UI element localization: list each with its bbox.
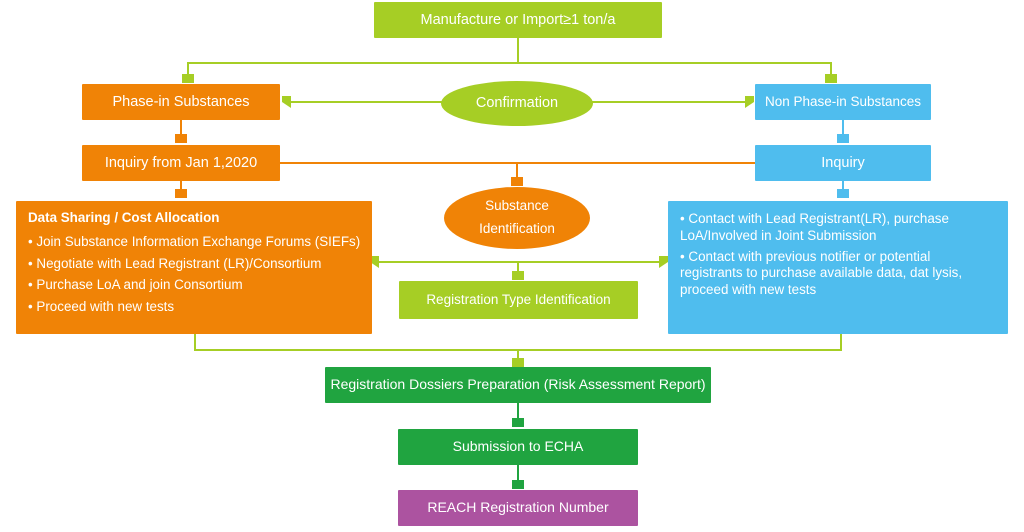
node-phase-in-label: Phase-in Substances: [112, 93, 250, 110]
data-sharing-bullet: • Purchase LoA and join Consortium: [28, 277, 243, 293]
arrow-to-contact-box: [837, 189, 849, 198]
node-reach-number-label: REACH Registration Number: [427, 499, 609, 516]
node-substance-identification-line1: Substance: [485, 198, 549, 214]
node-manufacture-label: Manufacture or Import≥1 ton/a: [420, 11, 616, 28]
node-confirmation[interactable]: Confirmation: [441, 81, 593, 126]
edge-manufacture-stem: [517, 38, 519, 63]
node-manufacture-or-import[interactable]: Manufacture or Import≥1 ton/a: [374, 2, 662, 38]
edge-inquiry2020-down: [180, 181, 182, 190]
data-sharing-heading: Data Sharing / Cost Allocation: [28, 210, 220, 225]
edge-split-right-drop: [830, 62, 832, 76]
node-dossier-label: Registration Dossiers Preparation (Risk …: [330, 376, 706, 393]
edge-data-sharing-down: [194, 334, 196, 350]
edge-submission-down: [517, 465, 519, 481]
arrow-to-reach-number: [512, 480, 524, 489]
arrow-bidir-right: [659, 256, 668, 268]
arrow-confirmation-to-phase-in: [282, 96, 291, 108]
arrow-to-registration-type: [512, 271, 524, 280]
arrow-to-inquiry-2020: [175, 134, 187, 143]
contact-paragraph: • Contact with previous notifier or pote…: [680, 248, 963, 298]
edge-merge-drop: [517, 349, 519, 360]
arrow-to-dossier: [512, 358, 524, 367]
node-registration-type-label: Registration Type Identification: [426, 291, 611, 307]
arrow-to-inquiry: [837, 134, 849, 143]
edge-regtype-drop: [517, 261, 519, 272]
data-sharing-bullet: • Proceed with new tests: [28, 299, 175, 314]
edge-inquiry-link: [280, 162, 756, 164]
edge-split-bar: [187, 62, 832, 64]
edge-confirmation-right: [591, 101, 746, 103]
node-submission-label: Submission to ECHA: [452, 438, 584, 455]
node-phase-in-substances[interactable]: Phase-in Substances: [82, 84, 280, 120]
node-substance-identification-line2: Identification: [479, 221, 555, 236]
node-registration-type-identification[interactable]: Registration Type Identification: [399, 281, 638, 319]
arrow-bidir-left: [370, 256, 379, 268]
contact-paragraph: • Contact with Lead Registrant(LR), purc…: [680, 211, 949, 243]
node-inquiry[interactable]: Inquiry: [755, 145, 931, 181]
edge-contact-down: [840, 334, 842, 350]
edge-data-sharing-contact: [378, 261, 662, 263]
arrow-to-non-phase-in: [825, 74, 837, 83]
node-submission-to-echa[interactable]: Submission to ECHA: [398, 429, 638, 465]
edge-dossier-down: [517, 403, 519, 419]
node-confirmation-label: Confirmation: [475, 95, 559, 112]
data-sharing-bullet: • Negotiate with Lead Registrant (LR)/Co…: [28, 255, 322, 271]
node-data-sharing-cost-allocation[interactable]: Data Sharing / Cost Allocation • Join Su…: [16, 201, 372, 334]
edge-split-left-drop: [187, 62, 189, 76]
node-inquiry-2020-label: Inquiry from Jan 1,2020: [104, 154, 258, 171]
arrow-confirmation-to-non-phase-in: [745, 96, 754, 108]
node-registration-dossiers-preparation[interactable]: Registration Dossiers Preparation (Risk …: [325, 367, 711, 403]
node-contact-lead-registrant[interactable]: • Contact with Lead Registrant(LR), purc…: [668, 201, 1008, 334]
arrow-to-substance-identification: [511, 177, 523, 186]
edge-confirmation-left: [291, 101, 443, 103]
node-substance-identification[interactable]: Substance Identification: [444, 187, 590, 249]
edge-substance-id-drop: [516, 162, 518, 178]
data-sharing-bullet: • Join Substance Information Exchange Fo…: [28, 233, 361, 249]
node-non-phase-in-substances[interactable]: Non Phase-in Substances: [755, 84, 931, 120]
node-inquiry-from-jan-2020[interactable]: Inquiry from Jan 1,2020: [82, 145, 280, 181]
edge-phase-in-down: [180, 120, 182, 135]
arrow-to-submission: [512, 418, 524, 427]
node-inquiry-label: Inquiry: [821, 154, 865, 171]
arrow-to-data-sharing: [175, 189, 187, 198]
edge-inquiry-down: [842, 181, 844, 190]
node-non-phase-in-label: Non Phase-in Substances: [764, 93, 922, 109]
edge-non-phase-in-down: [842, 120, 844, 135]
arrow-to-phase-in: [182, 74, 194, 83]
node-reach-registration-number[interactable]: REACH Registration Number: [398, 490, 638, 526]
